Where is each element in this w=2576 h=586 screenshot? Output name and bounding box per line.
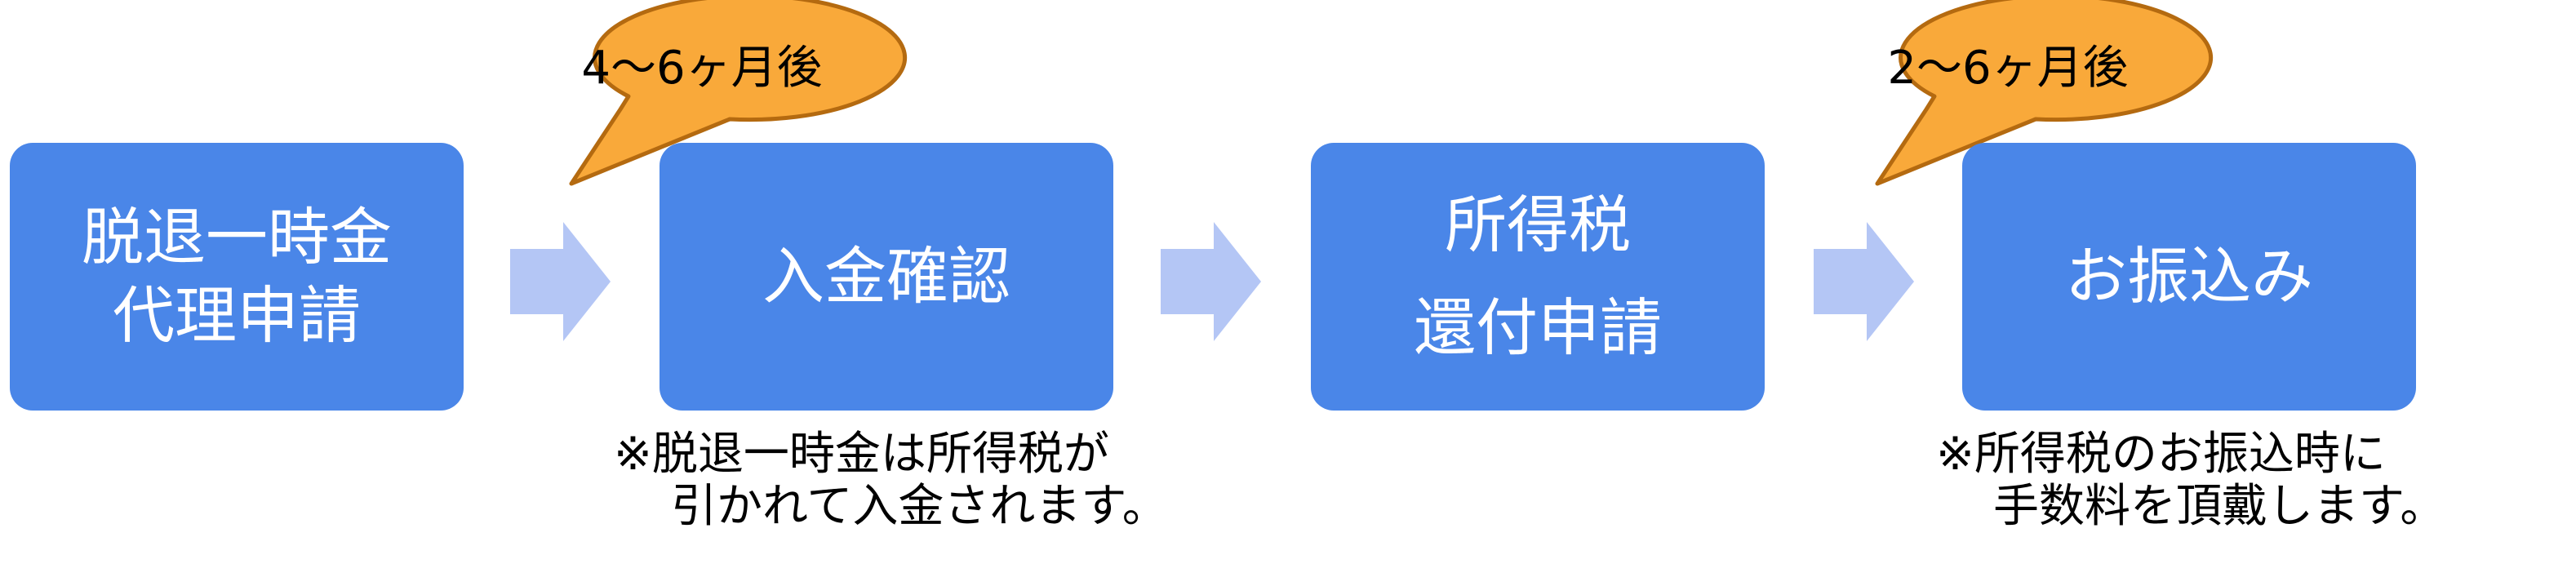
step-4-line-1: お振込み (2065, 240, 2313, 313)
bubble-2-label: 2〜6ヶ月後 (1887, 42, 2129, 95)
note-1-line-2: 引かれて入金されます。 (671, 479, 1168, 533)
note-1-line-1: ※脱退一時金は所得税が (614, 428, 1109, 481)
step-3-line-2: 還付申請 (1414, 291, 1662, 364)
step-box-tax-refund-application: 所得税 還付申請 (1311, 143, 1765, 411)
arrow-right-3 (1814, 222, 1914, 341)
speech-bubble-2 (1875, 0, 2214, 186)
step-box-withdrawal-application: 脱退一時金 代理申請 (10, 143, 464, 411)
step-1-line-2: 代理申請 (113, 279, 361, 352)
note-2-line-1: ※所得税のお振込時に (1936, 428, 2386, 481)
note-2-line-2: 手数料を頂戴します。 (1993, 479, 2446, 533)
step-1-line-1: 脱退一時金 (82, 201, 392, 274)
speech-bubble-1 (569, 0, 908, 186)
arrow-right-2 (1161, 222, 1261, 341)
note-transfer-fee: ※所得税のお振込時に 手数料を頂戴します。 (1936, 428, 2445, 533)
step-box-bank-transfer: お振込み (1962, 143, 2416, 411)
note-withdrawal-tax: ※脱退一時金は所得税が 引かれて入金されます。 (614, 428, 1168, 533)
arrow-right-1 (510, 222, 611, 341)
step-3-line-1: 所得税 (1445, 189, 1631, 262)
step-2-line-1: 入金確認 (762, 240, 1010, 313)
bubble-1-label: 4〜6ヶ月後 (581, 42, 823, 95)
step-box-payment-confirmation: 入金確認 (660, 143, 1113, 411)
